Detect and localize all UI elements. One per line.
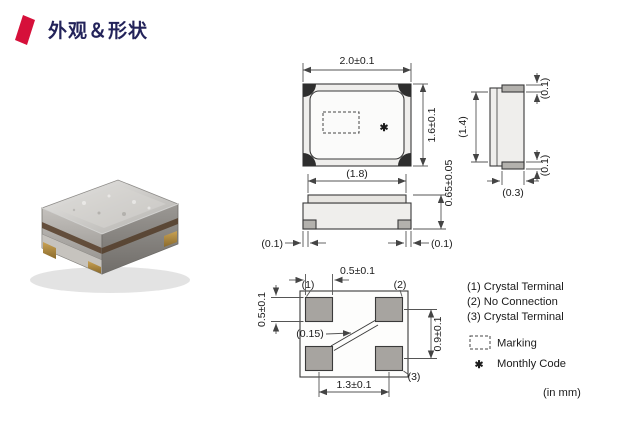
dim-pad-width: 0.5±0.1 (289, 265, 375, 295)
top-view-lid (309, 90, 405, 160)
dim-side-lid-width: (1.8) (307, 168, 407, 193)
side-view-terminal-left (302, 219, 317, 230)
end-view: (0.1) (1.4) (0.1) (0.3) (457, 73, 551, 199)
corner-terminal-bl (303, 153, 316, 166)
dim-top-view-height: 1.6±0.1 (413, 83, 438, 167)
dim-top-view-width: 2.0±0.1 (302, 55, 412, 82)
dim-label-side-height: 0.65±0.05 (443, 160, 455, 207)
dim-label-width: 2.0±0.1 (340, 55, 375, 67)
pin-1-callout: (1) (302, 279, 315, 297)
monthly-code-symbol: ✱ (475, 359, 484, 371)
end-view-body (489, 87, 525, 167)
dim-label-end-body: (1.4) (457, 116, 469, 138)
section-header: 外观＆形状 (12, 12, 148, 46)
dim-end-terminal: (0.3) (487, 171, 539, 199)
pin-3-callout: (3) (403, 370, 421, 383)
side-view-base (302, 202, 412, 230)
red-parallelogram-icon (15, 15, 35, 45)
diagonal-clearance-line-1 (330, 320, 376, 347)
pin-2-callout: (2) (394, 279, 407, 297)
dim-label-end-top-margin: (0.1) (539, 78, 551, 100)
dim-label-pad-pitch-h: 1.3±0.1 (337, 379, 372, 391)
side-view: (1.8) 0.65±0.05 (0.1) (0.1) (261, 160, 455, 250)
corner-terminal-tl (303, 84, 316, 97)
dim-label-pad-width: 0.5±0.1 (340, 265, 375, 277)
dim-label-right-margin: (0.1) (431, 238, 453, 250)
dim-label-end-terminal: (0.3) (502, 187, 524, 199)
pin-3-label: (3) (408, 371, 421, 383)
pad-2 (374, 296, 404, 323)
dim-end-top-margin: (0.1) (526, 73, 551, 104)
dim-label-height: 1.6±0.1 (426, 107, 438, 142)
legend-item-2: (2) No Connection (467, 296, 558, 308)
dim-pad-gap: (0.15) (296, 328, 352, 340)
dim-side-left-margin: (0.1) (261, 231, 326, 250)
dim-label-pad-gap: (0.15) (296, 328, 323, 340)
dim-label-lid-width: (1.8) (346, 168, 368, 180)
dim-end-bottom-margin: (0.1) (526, 150, 551, 181)
end-view-terminal-bottom (501, 161, 525, 170)
dim-label-pad-height: 0.5±0.1 (256, 292, 268, 327)
legend-item-3: (3) Crystal Terminal (467, 311, 564, 323)
dim-side-right-margin: (0.1) (388, 231, 453, 250)
legend-item-1: (1) Crystal Terminal (467, 281, 564, 293)
end-view-terminal-top (501, 84, 525, 93)
pad-4 (304, 345, 334, 372)
pin-1-label: (1) (302, 279, 315, 291)
marking-label: Marking (497, 338, 537, 350)
dim-pad-pitch-vertical: 0.9±0.1 (404, 309, 444, 359)
pin-2-label: (2) (394, 279, 407, 291)
dim-label-pad-pitch-v: 0.9±0.1 (432, 316, 444, 351)
corner-terminal-br (398, 153, 411, 166)
dim-pad-pitch-horizontal: 1.3±0.1 (318, 372, 390, 397)
dim-label-end-bottom-margin: (0.1) (539, 155, 551, 177)
marking-area-box (322, 111, 360, 134)
bottom-view: (0.15) (1) (2) (3) 0.5±0.1 (256, 265, 444, 397)
dim-end-body: (1.4) (457, 91, 488, 163)
dim-side-height: 0.65±0.05 (413, 160, 455, 230)
side-view-lid (307, 194, 407, 204)
diagonal-clearance-line-2 (333, 324, 379, 351)
marking-swatch (469, 335, 491, 350)
unit-note: (in mm) (543, 387, 581, 399)
corner-terminal-tr (398, 84, 411, 97)
legend: (1) Crystal Terminal (2) No Connection (… (467, 281, 581, 399)
monthly-code-mark: ✱ (380, 122, 389, 134)
component-photo (30, 179, 190, 293)
pad-1 (304, 296, 334, 323)
dim-pad-height: 0.5±0.1 (256, 285, 304, 334)
side-view-terminal-right (397, 219, 412, 230)
photo-shadow (30, 267, 190, 293)
dim-label-left-margin: (0.1) (261, 238, 283, 250)
top-view: ✱ 2.0±0.1 1.6±0.1 (302, 55, 438, 167)
monthly-code-label: Monthly Code (497, 358, 566, 370)
pad-3 (374, 345, 404, 372)
page-title: 外观＆形状 (48, 20, 149, 42)
crystal-package-3d (40, 179, 180, 275)
